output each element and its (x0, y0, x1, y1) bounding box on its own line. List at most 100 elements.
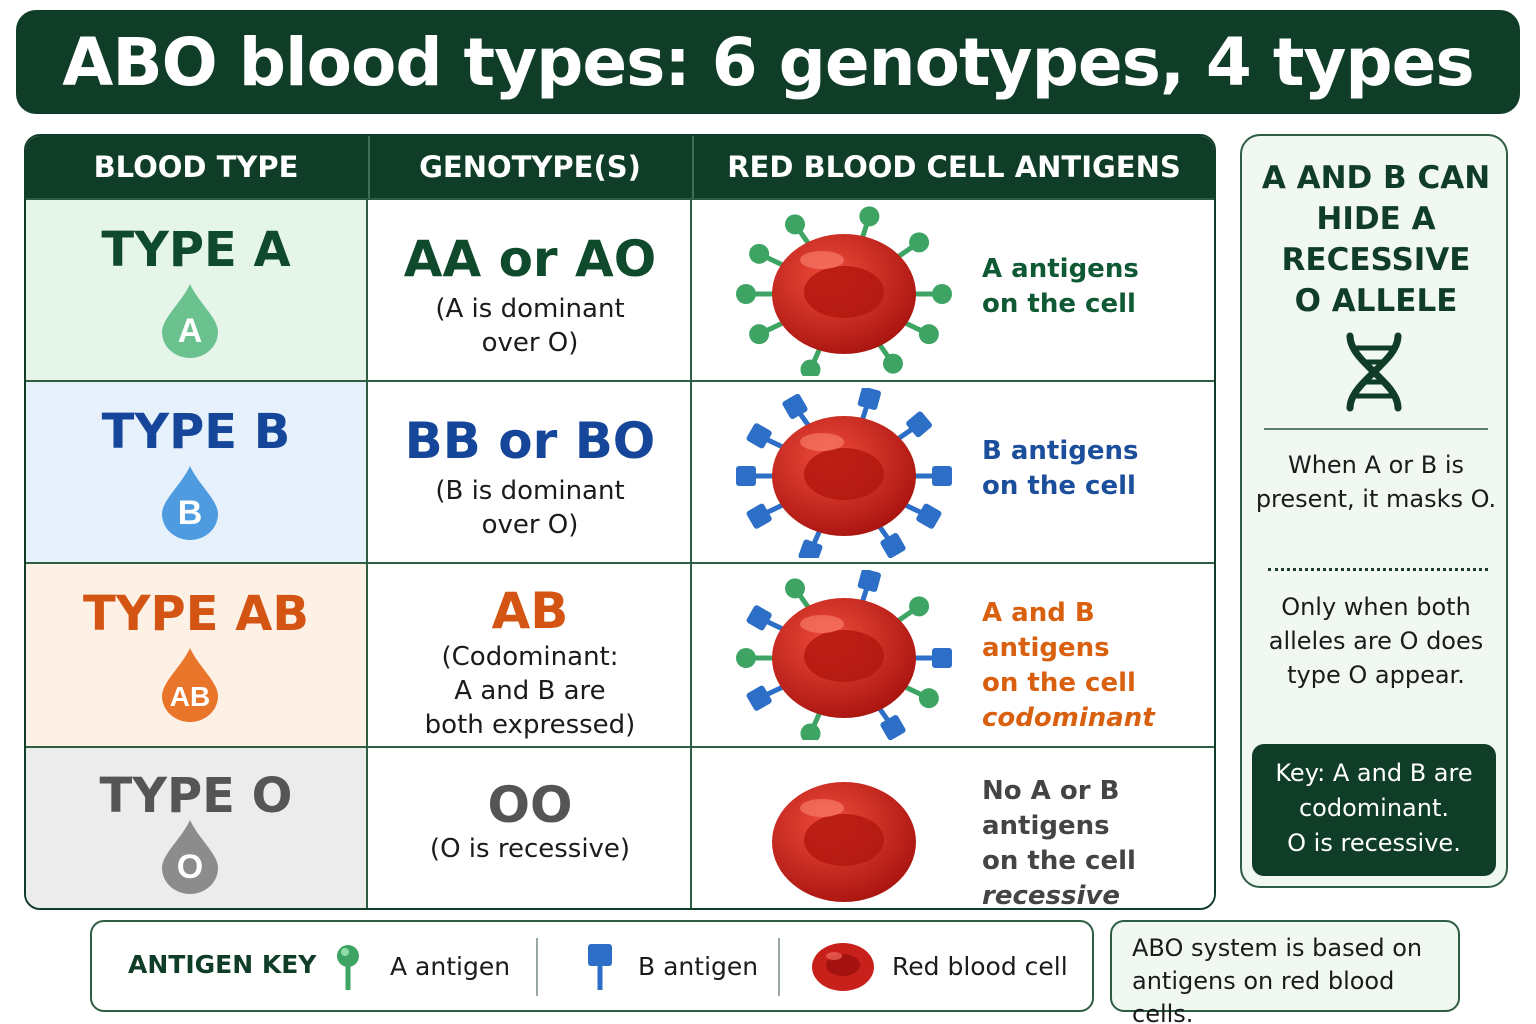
a-antigen-icon (909, 232, 930, 253)
blood-type-label: TYPE O (99, 768, 293, 824)
drop-letter: B (178, 494, 203, 532)
red-blood-cell-icon (736, 206, 952, 376)
dna-icon (1346, 332, 1402, 412)
side-heading-line: HIDE A (1316, 201, 1436, 237)
a-antigen-icon (749, 243, 770, 264)
red-blood-cell-icon (772, 782, 916, 902)
antigen-description-line: No A or B antigens (982, 776, 1120, 841)
drop-letter: O (177, 848, 203, 886)
b-antigen-icon (932, 648, 952, 668)
red-blood-cell-label: Red blood cell (892, 952, 1068, 981)
title-bar: ABO blood types: 6 genotypes, 4 types (16, 10, 1520, 114)
antigen-description: A antigens on the cell (982, 252, 1139, 322)
b-antigen-icon (932, 466, 952, 486)
antigen-description-line: on the cell (982, 668, 1136, 698)
blood-drop-icon: A (162, 284, 218, 358)
red-blood-cell-icon (812, 943, 874, 991)
genotype-value: BB or BO (404, 412, 656, 470)
antigen-cell: B antigens on the cell (690, 382, 1214, 562)
blood-drop-icon: AB (162, 648, 218, 722)
antigen-description-line: recessive (982, 881, 1120, 910)
a-antigen-icon (859, 206, 880, 227)
side-panel: A AND B CAN HIDE A RECESSIVE O ALLELE Wh… (1240, 134, 1508, 888)
b-antigen-icon (746, 503, 772, 529)
side-heading-line: A AND B CAN (1261, 160, 1491, 196)
antigen-description-line: on the cell (982, 846, 1136, 876)
key-line: codominant. (1298, 794, 1449, 822)
b-antigen-icon (880, 715, 906, 740)
a-antigen-icon (749, 324, 770, 345)
drop-letter: A (178, 312, 203, 350)
antigen-key-label: ANTIGEN KEY (128, 950, 317, 979)
page-title: ABO blood types: 6 genotypes, 4 types (62, 23, 1474, 101)
b-antigen-icon (782, 393, 808, 419)
a-antigen-icon (800, 359, 821, 376)
antigen-description-line: on the cell (982, 471, 1136, 501)
genotype-cell: BB or BO (B is dominant over O) (366, 382, 692, 562)
antigen-cell: No A or B antigens on the cell recessive (690, 748, 1214, 910)
a-antigen-icon (785, 578, 805, 599)
a-antigen-icon (918, 688, 939, 709)
antigen-description: A and B antigens on the cell codominant (982, 596, 1214, 736)
dotted-divider (1268, 568, 1488, 571)
genotype-note-line: (Codominant: (441, 642, 619, 672)
genotype-note-line: (B is dominant (435, 476, 625, 506)
side-heading-line: O ALLELE (1294, 283, 1458, 319)
antigen-description-line: codominant (982, 703, 1155, 733)
side-heading: A AND B CAN HIDE A RECESSIVE O ALLELE (1252, 158, 1500, 322)
b-antigen-icon (857, 570, 881, 592)
antigen-description: No A or B antigens on the cell recessive (982, 774, 1214, 910)
genotype-note-line: (O is recessive) (429, 834, 631, 864)
a-antigen-icon (785, 214, 805, 235)
blood-drop-icon: O (162, 820, 218, 894)
key-box: Key: A and B are codominant. O is recess… (1252, 744, 1496, 876)
a-antigen-icon (337, 945, 359, 990)
b-antigen-label: B antigen (638, 952, 759, 981)
antigen-description-line: A and B antigens (982, 598, 1110, 663)
b-antigen-icon (916, 503, 942, 529)
a-antigen-icon (736, 284, 756, 304)
b-antigen-icon (906, 411, 932, 438)
antigen-description-line: B antigens (982, 436, 1139, 466)
blood-type-label: TYPE A (101, 222, 291, 278)
red-blood-cell-icon (736, 388, 952, 558)
b-antigen-icon (857, 388, 881, 410)
blood-type-table: BLOOD TYPE GENOTYPE(S) RED BLOOD CELL AN… (24, 134, 1216, 910)
genotype-note-line: A and B are (454, 676, 606, 706)
header-antigens: RED BLOOD CELL ANTIGENS (692, 136, 1214, 198)
table-row: TYPE B B BB or BO (B is dominant over O) B an… (26, 380, 1214, 562)
a-antigen-label: A antigen (390, 952, 511, 981)
divider (1264, 428, 1488, 430)
antigen-description-line: on the cell (982, 289, 1136, 319)
a-antigen-icon (800, 723, 821, 740)
genotype-note-line: (A is dominant (435, 294, 625, 324)
a-antigen-icon (736, 648, 756, 668)
a-antigen-icon (932, 284, 952, 304)
b-antigen-icon (798, 539, 823, 558)
a-antigen-icon (909, 596, 930, 617)
divider (536, 938, 538, 996)
blood-type-cell: TYPE B B (26, 382, 366, 562)
genotype-value: OO (487, 776, 573, 834)
genotype-value: AB (491, 582, 569, 640)
antigen-cell: A antigens on the cell (690, 200, 1214, 380)
b-antigen-icon (746, 685, 772, 711)
side-heading-line: RECESSIVE (1281, 242, 1471, 278)
key-line: Key: A and B are (1275, 759, 1473, 787)
blood-type-label: TYPE AB (83, 586, 309, 642)
blood-type-cell: TYPE A A (26, 200, 366, 380)
red-blood-cell-icon (736, 570, 952, 740)
genotype-cell: OO(O is recessive) (366, 748, 692, 908)
antigen-description-line: A antigens (982, 254, 1139, 284)
blood-type-cell: TYPE O O (26, 748, 366, 908)
blood-type-label: TYPE B (101, 404, 291, 460)
drop-letter: AB (170, 681, 210, 712)
header-blood-type: BLOOD TYPE (93, 150, 299, 184)
b-antigen-icon (736, 466, 756, 486)
genotype-note-line: over O) (481, 510, 579, 540)
